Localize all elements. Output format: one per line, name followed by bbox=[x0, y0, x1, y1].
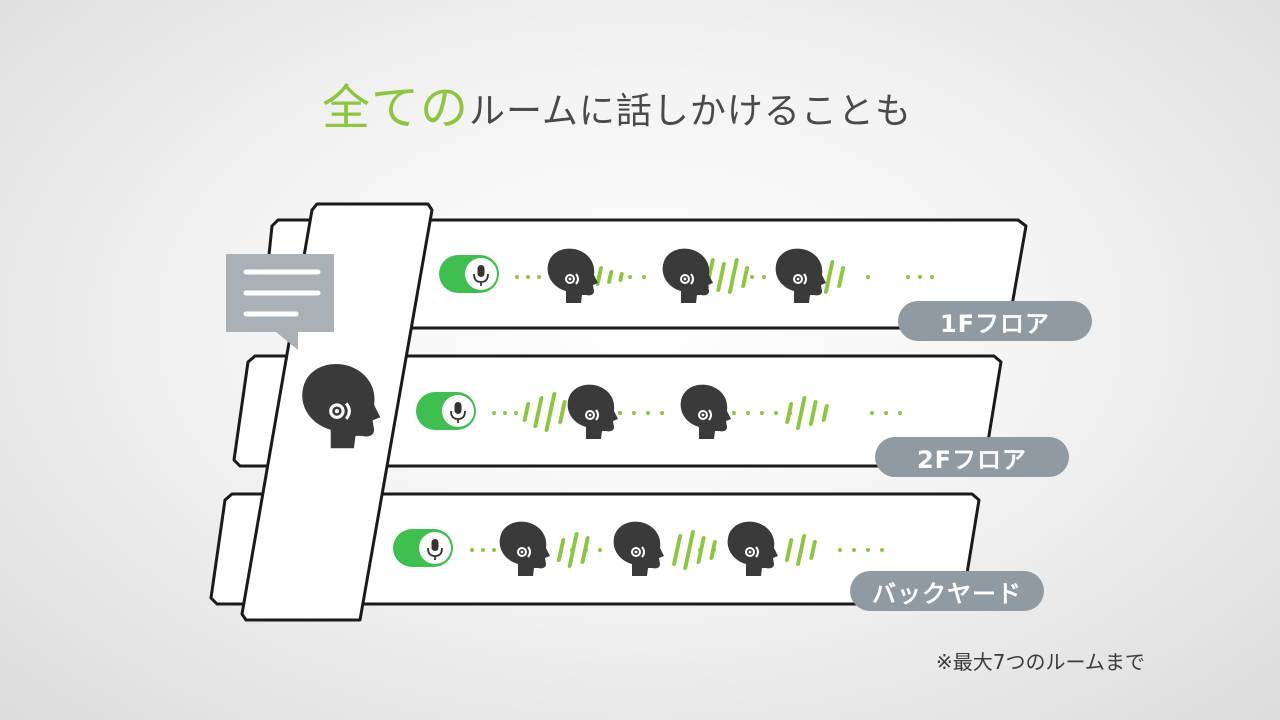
room-panel-backyard bbox=[209, 492, 981, 606]
title-highlight: 全ての bbox=[322, 80, 470, 136]
chat-bubble-icon bbox=[226, 254, 334, 350]
page-title: 全てのルームに話しかけることも bbox=[322, 68, 912, 138]
mic-toggle-backyard[interactable] bbox=[392, 528, 454, 568]
room-panel-2f bbox=[232, 354, 1003, 468]
footnote: ※最大7つのルームまで bbox=[936, 650, 1145, 674]
room-label-2f: 2Fフロア bbox=[875, 437, 1069, 477]
room-label-backyard: バックヤード bbox=[850, 571, 1044, 611]
room-panel-1f bbox=[260, 218, 1028, 330]
room-label-1f: 1Fフロア bbox=[898, 301, 1092, 341]
mic-toggle-1f[interactable] bbox=[438, 254, 500, 294]
title-rest: ルームに話しかけることも bbox=[469, 91, 912, 132]
soundwave-backyard bbox=[470, 530, 884, 570]
mic-toggle-2f[interactable] bbox=[415, 391, 477, 431]
soundwave-2f bbox=[492, 392, 902, 432]
